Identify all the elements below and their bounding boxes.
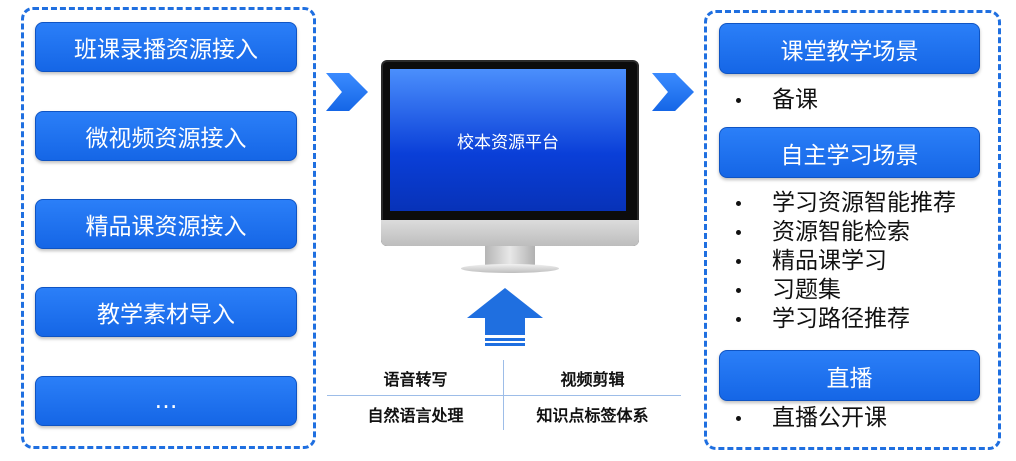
self-study-items: 学习资源智能推荐 资源智能检索 精品课学习 习题集 学习路径推荐 [720,189,956,334]
bullet-icon [736,201,741,206]
list-item: 习题集 [720,276,956,305]
live-items: 直播公开课 [720,404,887,433]
monitor-icon: 校本资源平台 [381,60,639,275]
tech-speech-to-text: 语音转写 [383,369,448,389]
monitor-stand [485,246,535,266]
source-item-quality-course[interactable]: 精品课资源接入 [35,199,297,249]
source-item-micro-video[interactable]: 微视频资源接入 [35,111,297,161]
classroom-items: 备课 [720,86,818,115]
list-item: 备课 [720,86,818,115]
scenario-panel [704,10,1001,450]
platform-label: 校本资源平台 [457,132,559,153]
bullet-icon [736,259,741,264]
bullet-icon [736,317,741,322]
scenario-classroom[interactable]: 课堂教学场景 [719,23,980,74]
tech-video-editing: 视频剪辑 [560,369,625,389]
source-panel [21,7,316,449]
list-item: 资源智能检索 [720,218,956,247]
arrow-up-icon [467,288,543,346]
platform-screen: 校本资源平台 [390,69,626,211]
list-item: 学习路径推荐 [720,305,956,334]
tech-nlp: 自然语言处理 [367,405,464,425]
scenario-live[interactable]: 直播 [719,350,980,401]
bullet-icon [736,98,741,103]
bullet-icon [736,230,741,235]
source-item-teaching-material[interactable]: 教学素材导入 [35,287,297,337]
table-divider-horizontal [327,395,681,396]
source-item-class-recording[interactable]: 班课录播资源接入 [35,22,297,72]
list-item: 学习资源智能推荐 [720,189,956,218]
chevron-right-icon [326,73,368,111]
technology-table: 语音转写 视频剪辑 自然语言处理 知识点标签体系 [327,360,681,430]
tech-knowledge-tags: 知识点标签体系 [536,405,649,425]
source-item-more[interactable]: … [35,376,297,426]
monitor-chin [381,220,639,246]
scenario-self-study[interactable]: 自主学习场景 [719,127,980,178]
list-item: 精品课学习 [720,247,956,276]
bullet-icon [736,416,741,421]
bullet-icon [736,288,741,293]
list-item: 直播公开课 [720,404,887,433]
monitor-base [461,264,559,273]
chevron-right-icon [652,73,694,111]
